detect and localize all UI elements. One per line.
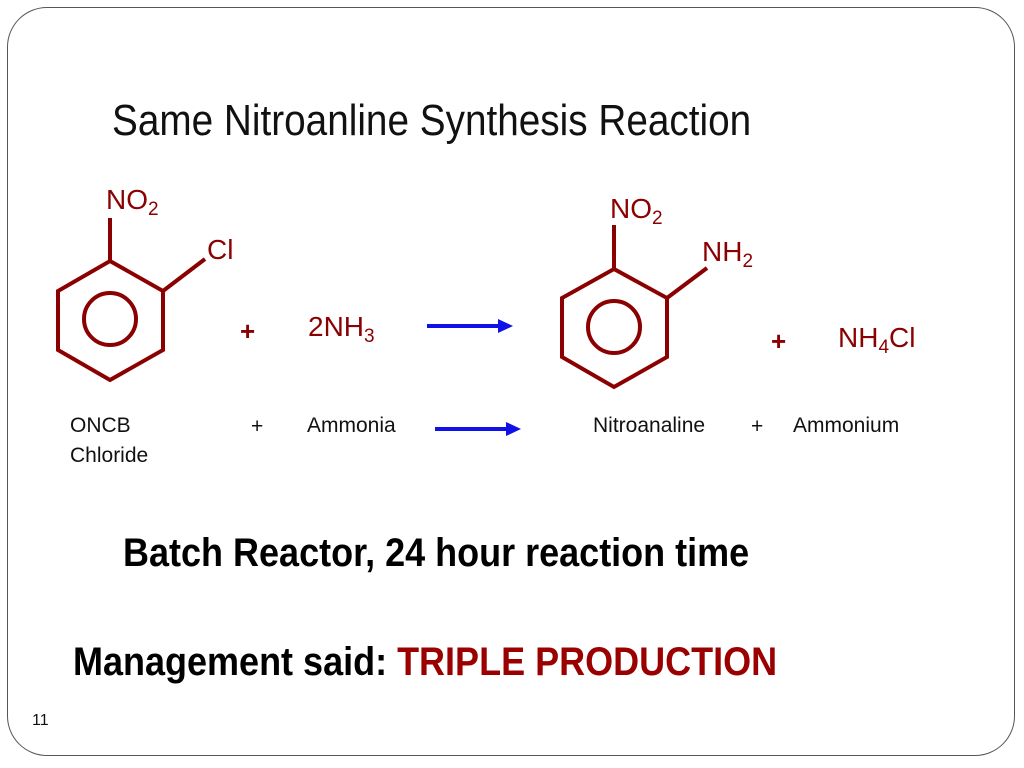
management-highlight: TRIPLE PRODUCTION: [397, 640, 778, 684]
bond-cl: [161, 257, 207, 293]
plus-sign: +: [240, 316, 256, 346]
slide-frame: [7, 7, 1015, 756]
reactant1-name-line2: Chloride: [70, 444, 149, 467]
bond-nh2: [665, 266, 709, 300]
plus-sign-name-row: +: [251, 415, 264, 438]
product1-no2-label: NO2: [610, 193, 663, 229]
page-number: 11: [32, 712, 49, 729]
product1-nh2-label: NH2: [702, 236, 754, 272]
reactant2-name: Ammonia: [307, 414, 396, 437]
reactant1-no2-label: NO2: [106, 184, 159, 220]
reactant1-name: ONCB Chloride: [70, 411, 148, 471]
management-statement: Management said: TRIPLE PRODUCTION: [73, 642, 777, 682]
conditions-statement: Batch Reactor, 24 hour reaction time: [123, 531, 750, 575]
plus-sign-name-row: +: [751, 415, 764, 438]
reactant1-cl-label: Cl: [207, 234, 234, 265]
product2-nh4cl-label: NH4Cl: [838, 322, 916, 358]
benzene-ring-icon: [560, 225, 709, 390]
right-arrow-icon: [427, 319, 513, 333]
management-prefix: Management said:: [73, 640, 398, 684]
benzene-ring-icon: [56, 218, 207, 383]
plus-sign: +: [771, 326, 787, 356]
reactant2-nh3-label: 2NH3: [308, 311, 375, 347]
right-arrow-icon: [435, 422, 521, 436]
slide-title: Same Nitroanline Synthesis Reaction: [112, 96, 752, 145]
reactant1-name-line1: ONCB: [70, 414, 131, 437]
product2-name: Ammonium: [793, 414, 900, 437]
product1-name: Nitroanaline: [593, 414, 706, 437]
